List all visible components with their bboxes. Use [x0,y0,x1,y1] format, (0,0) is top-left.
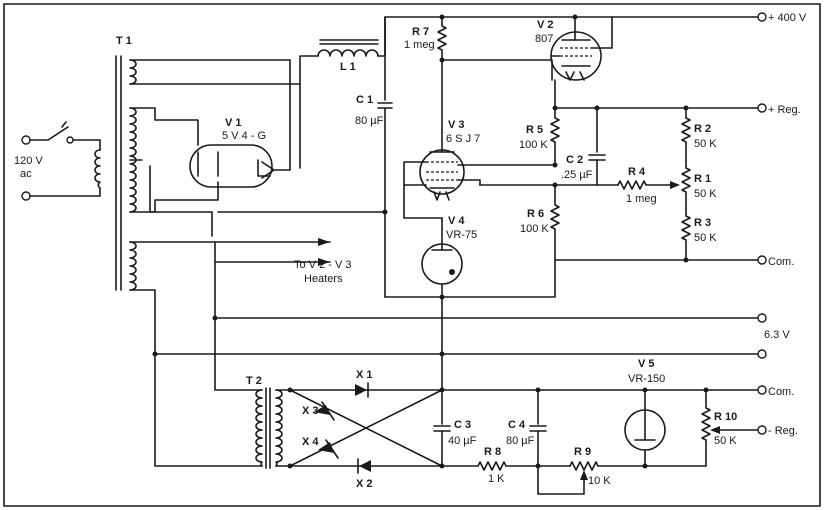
x1-label: X 1 [356,369,373,381]
r4-ref: R 4 [628,166,646,178]
c4-capacitor [529,389,547,467]
t1-secondary-filament-coil [129,59,137,85]
terminal-minus-reg-label: - Reg. [768,425,798,437]
r9-potentiometer [569,461,646,471]
r2-resistor [681,107,691,161]
input-ac-label: ac [20,168,32,180]
r4-resistor [617,180,677,190]
r5-ref: R 5 [526,124,543,136]
t2-label: T 2 [246,375,262,387]
t2-secondary-coil [275,389,283,467]
r1-value: 50 K [694,188,717,200]
v5-type: VR-150 [628,373,665,385]
r10-potentiometer [701,389,711,467]
t1-primary-coil [94,149,101,189]
r3-value: 50 K [694,232,717,244]
r6-resistor [550,184,560,261]
c1-ref: C 1 [356,94,373,106]
v3-amplifier-tube [419,149,465,201]
terminal-plus-reg-label: + Reg. [768,104,801,116]
v4-voltage-regulator-tube [421,217,463,298]
v4-type: VR-75 [446,229,477,241]
r9-value: 10 K [588,475,611,487]
l1-label: L 1 [340,61,356,73]
r2-value: 50 K [694,138,717,150]
x4-label: X 4 [302,436,319,448]
t1-secondary-heater-coil [129,241,137,291]
diagram-frame [3,3,821,507]
heaters-note-line2: Heaters [304,273,343,285]
l1-choke [317,39,379,57]
r10-ref: R 10 [714,411,737,423]
ac-input: 120 V ac [14,121,101,201]
v1-ref: V 1 [225,117,242,129]
c2-value: .25 µF [561,169,593,181]
c2-capacitor [588,107,606,186]
v4-ref: V 4 [448,215,465,227]
c1-capacitor [377,16,393,298]
r9-ref: R 9 [574,446,591,458]
heaters-note-line1: To V 2 - V 3 [294,259,351,271]
r1-ref: R 1 [694,173,711,185]
c4-ref: C 4 [508,419,526,431]
r7-resistor [437,16,447,61]
v1-rectifier-tube [189,144,275,188]
v5-ref: V 5 [638,358,655,370]
r6-ref: R 6 [527,208,544,220]
c3-value: 40 µF [448,435,477,447]
terminal-com-bottom-label: Com. [768,386,794,398]
v2-type: 807 [535,33,553,45]
x3-label: X 3 [302,405,319,417]
r6-value: 100 K [520,223,549,235]
t1-label: T 1 [116,35,132,47]
terminal-com-top-label: Com. [768,256,794,268]
r1-potentiometer [681,159,691,209]
r2-ref: R 2 [694,123,711,135]
r8-resistor [477,461,539,471]
c2-ref: C 2 [566,154,583,166]
c3-capacitor [433,389,451,467]
r3-ref: R 3 [694,217,711,229]
r5-resistor [550,107,560,166]
r4-value: 1 meg [626,193,657,205]
r7-value: 1 meg [404,39,435,51]
r8-value: 1 K [488,473,505,485]
t1-core [115,55,122,291]
r7-ref: R 7 [412,26,429,38]
bridge-rectifier [289,382,443,474]
terminal-6v3-label: 6.3 V [764,329,790,341]
terminal-plus400-label: + 400 V [768,12,807,24]
t2-core [265,387,271,469]
input-voltage-label: 120 V [14,155,43,167]
r10-value: 50 K [714,435,737,447]
c1-value: 80 µF [355,115,384,127]
v3-type: 6 S J 7 [446,133,480,145]
r3-resistor [681,207,691,261]
c4-value: 80 µF [506,435,535,447]
r5-value: 100 K [519,139,548,151]
c3-ref: C 3 [454,419,471,431]
v3-ref: V 3 [448,119,465,131]
r8-ref: R 8 [484,446,501,458]
x2-label: X 2 [356,478,373,490]
v2-ref: V 2 [537,19,554,31]
v1-type: 5 V 4 - G [222,130,266,142]
t2-primary-coil [255,389,263,467]
v2-pass-tube [550,16,613,81]
v5-voltage-regulator-tube [624,389,666,467]
